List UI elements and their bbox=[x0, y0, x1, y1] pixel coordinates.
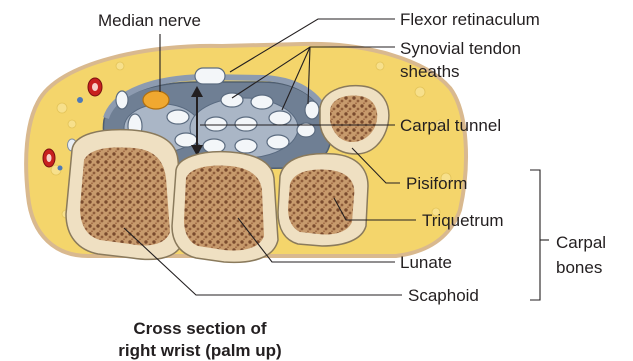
vein bbox=[58, 166, 63, 171]
artery-lumen bbox=[47, 154, 52, 162]
figure-caption: Cross section of right wrist (palm up) bbox=[118, 319, 281, 360]
median-nerve bbox=[143, 91, 169, 109]
label-carpal-tunnel: Carpal tunnel bbox=[400, 116, 501, 135]
label-lunate: Lunate bbox=[400, 253, 452, 272]
label-carpal-bones-line2: bones bbox=[556, 258, 602, 277]
label-carpal-bones-line1: Carpal bbox=[556, 233, 606, 252]
caption-line1: Cross section of bbox=[133, 319, 267, 338]
vein bbox=[77, 97, 83, 103]
label-triquetrum: Triquetrum bbox=[422, 211, 504, 230]
label-pisiform: Pisiform bbox=[406, 174, 467, 193]
label-flexor-retinaculum: Flexor retinaculum bbox=[400, 10, 540, 29]
label-scaphoid: Scaphoid bbox=[408, 286, 479, 305]
label-median-nerve: Median nerve bbox=[98, 11, 201, 30]
label-synovial-tendon-sheaths-line2: sheaths bbox=[400, 62, 460, 81]
artery-lumen bbox=[92, 83, 98, 91]
caption-line2: right wrist (palm up) bbox=[118, 341, 281, 360]
label-synovial-tendon-sheaths-line1: Synovial tendon bbox=[400, 39, 521, 58]
